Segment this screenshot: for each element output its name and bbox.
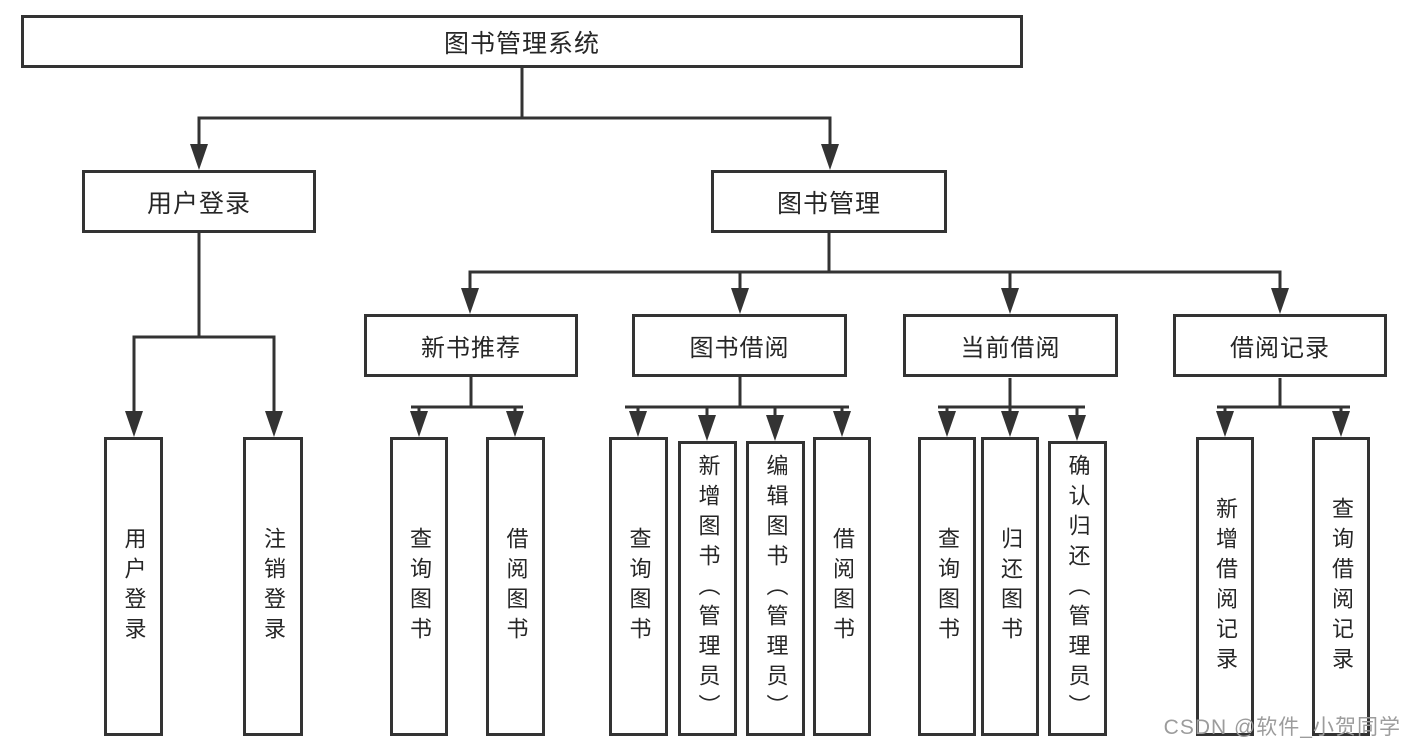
leaf-recommend-query-books: 查询图书 — [390, 437, 448, 736]
leaf-recommend-borrow-books: 借阅图书 — [486, 437, 545, 736]
connector-user-login-fan — [125, 233, 283, 437]
leaf-current-query-books: 查询图书 — [918, 437, 976, 736]
csdn-watermark: CSDN @软件_小贺同学 — [1163, 716, 1401, 739]
node-borrowing-records: 借阅记录 — [1173, 314, 1387, 377]
node-book-borrowing: 图书借阅 — [632, 314, 847, 377]
leaf-add-books-admin: 新增图书（管理员） — [678, 441, 737, 736]
leaf-user-login: 用户登录 — [104, 437, 163, 736]
leaf-borrow-query-books: 查询图书 — [609, 437, 668, 736]
connector-book-mgmt-fan — [461, 233, 1289, 314]
connector-new-book-fan — [410, 377, 524, 437]
leaf-query-borrow-record: 查询借阅记录 — [1312, 437, 1370, 736]
connector-book-borrow-fan — [625, 377, 851, 441]
leaf-confirm-return-admin: 确认归还（管理员） — [1048, 441, 1107, 736]
leaf-return-books: 归还图书 — [981, 437, 1039, 736]
connector-root-to-level2 — [190, 68, 839, 170]
leaf-edit-books-admin: 编辑图书（管理员） — [746, 441, 805, 736]
leaf-borrow-books: 借阅图书 — [813, 437, 871, 736]
connector-current-borrow-fan — [938, 378, 1086, 441]
node-user-login: 用户登录 — [82, 170, 316, 233]
node-book-management: 图书管理 — [711, 170, 947, 233]
node-library-system-root: 图书管理系统 — [21, 15, 1023, 68]
node-current-borrowing: 当前借阅 — [903, 314, 1118, 377]
leaf-logout: 注销登录 — [243, 437, 303, 736]
connector-borrow-record-fan — [1216, 378, 1350, 437]
node-new-book-recommend: 新书推荐 — [364, 314, 578, 377]
leaf-add-borrow-record: 新增借阅记录 — [1196, 437, 1254, 736]
